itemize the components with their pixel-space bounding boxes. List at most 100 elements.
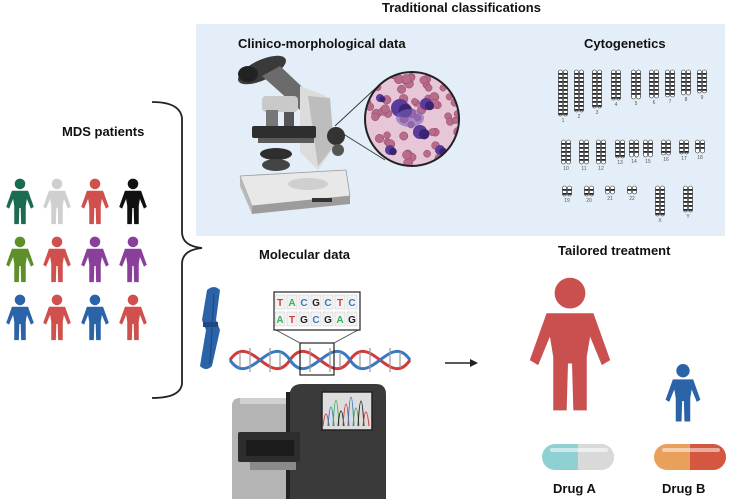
chromosome [697, 69, 702, 94]
base-letter: C [300, 298, 307, 309]
chromosome-label: 1 [562, 118, 565, 124]
label-drug-a: Drug A [553, 481, 596, 496]
label-mds-patients: MDS patients [62, 124, 145, 139]
chromosome [574, 69, 579, 113]
chromosome [684, 139, 689, 155]
chromosome-label: 21 [607, 196, 613, 202]
brace [151, 101, 203, 399]
chromosome [681, 69, 686, 96]
label-tailored-treatment: Tailored treatment [558, 243, 671, 258]
chromosome [654, 69, 659, 99]
chromosome [631, 69, 636, 100]
label-molecular-data: Molecular data [259, 247, 351, 262]
patient-figure [81, 178, 109, 225]
base-letter: C [324, 298, 331, 309]
base-letter: T [289, 315, 295, 326]
chromosome [620, 139, 625, 159]
chromosome [629, 139, 634, 158]
small-patient-figure [665, 364, 701, 422]
chromosome [702, 69, 707, 94]
chromatogram-peak [347, 396, 355, 427]
chromosome [665, 69, 670, 98]
base-letter: G [348, 315, 356, 326]
chromosome [632, 185, 637, 195]
chromosome-label: 14 [631, 159, 637, 165]
chromosome-label: 10 [563, 166, 569, 172]
chromatogram-peak [362, 411, 370, 427]
patient-figure [81, 236, 109, 283]
chromosome-label: 2 [578, 114, 581, 120]
chromosome [562, 185, 567, 197]
base-letter: G [312, 298, 320, 309]
chromosome [686, 69, 691, 96]
base-letter: A [288, 298, 295, 309]
chromosome [605, 185, 610, 195]
chromosome-label: 9 [701, 95, 704, 101]
chromosome [610, 185, 615, 195]
patient-figure [119, 236, 147, 283]
chromosome [563, 69, 568, 117]
chromosome-label: 8 [685, 97, 688, 103]
chromosome [661, 139, 666, 156]
chromosome-label: 4 [615, 102, 618, 108]
chromosome-label: 15 [645, 159, 651, 165]
chromosome-label: 13 [617, 160, 623, 166]
chromosome [579, 139, 584, 165]
base-letter: T [277, 298, 283, 309]
base-letter: T [337, 298, 343, 309]
base-letter: A [336, 315, 343, 326]
chromosome [611, 69, 616, 101]
chromosome [589, 185, 594, 197]
base-letter: C [312, 315, 319, 326]
drug-b-capsule-icon [654, 444, 726, 470]
arrow-icon [445, 359, 478, 367]
chromosome [643, 139, 648, 158]
chromosome [616, 69, 621, 101]
chromosome-label: Y [686, 214, 690, 220]
chromosome [670, 69, 675, 98]
chromatogram [322, 396, 370, 427]
patient-figure [6, 236, 34, 283]
label-cytogenetics: Cytogenetics [584, 36, 666, 51]
chromosome [558, 69, 563, 117]
chromosome [579, 69, 584, 113]
label-drug-b: Drug B [662, 481, 706, 496]
chromosome-icon [200, 287, 220, 369]
chromosome-label: 22 [629, 196, 635, 202]
label-clinico-morphological: Clinico-morphological data [238, 36, 406, 51]
dna-helix-icon [228, 329, 412, 376]
chromosome-label: 6 [653, 100, 656, 106]
chromosome-label: X [658, 218, 662, 224]
patient-grid [6, 178, 147, 341]
chromosome-label: 12 [598, 166, 604, 172]
chromosome [584, 139, 589, 165]
microscope-icon [238, 55, 351, 214]
base-letter: A [276, 315, 283, 326]
chromosome-label: 7 [669, 99, 672, 105]
chromosome-label: 5 [635, 101, 638, 107]
chromosome [679, 139, 684, 155]
blood-smear-lens [364, 71, 460, 167]
chromosome [601, 139, 606, 165]
chromosome [566, 139, 571, 165]
chromosome [666, 139, 671, 156]
patient-figure [6, 294, 34, 341]
chromosome [596, 139, 601, 165]
chromosome [592, 69, 597, 109]
chromosome-label: 16 [663, 157, 669, 163]
sequencer-machine-icon [232, 384, 386, 499]
patient-figure [119, 294, 147, 341]
drug-a-capsule-icon [542, 444, 614, 470]
chromosome-label: 20 [586, 198, 592, 204]
chromosome [700, 139, 705, 154]
chromosome [597, 69, 602, 109]
patient-figure [43, 294, 71, 341]
chromosome [695, 139, 700, 154]
patient-figure [43, 236, 71, 283]
patient-figure [119, 178, 147, 225]
chromosome-label: 19 [564, 198, 570, 204]
chromosome [561, 139, 566, 165]
